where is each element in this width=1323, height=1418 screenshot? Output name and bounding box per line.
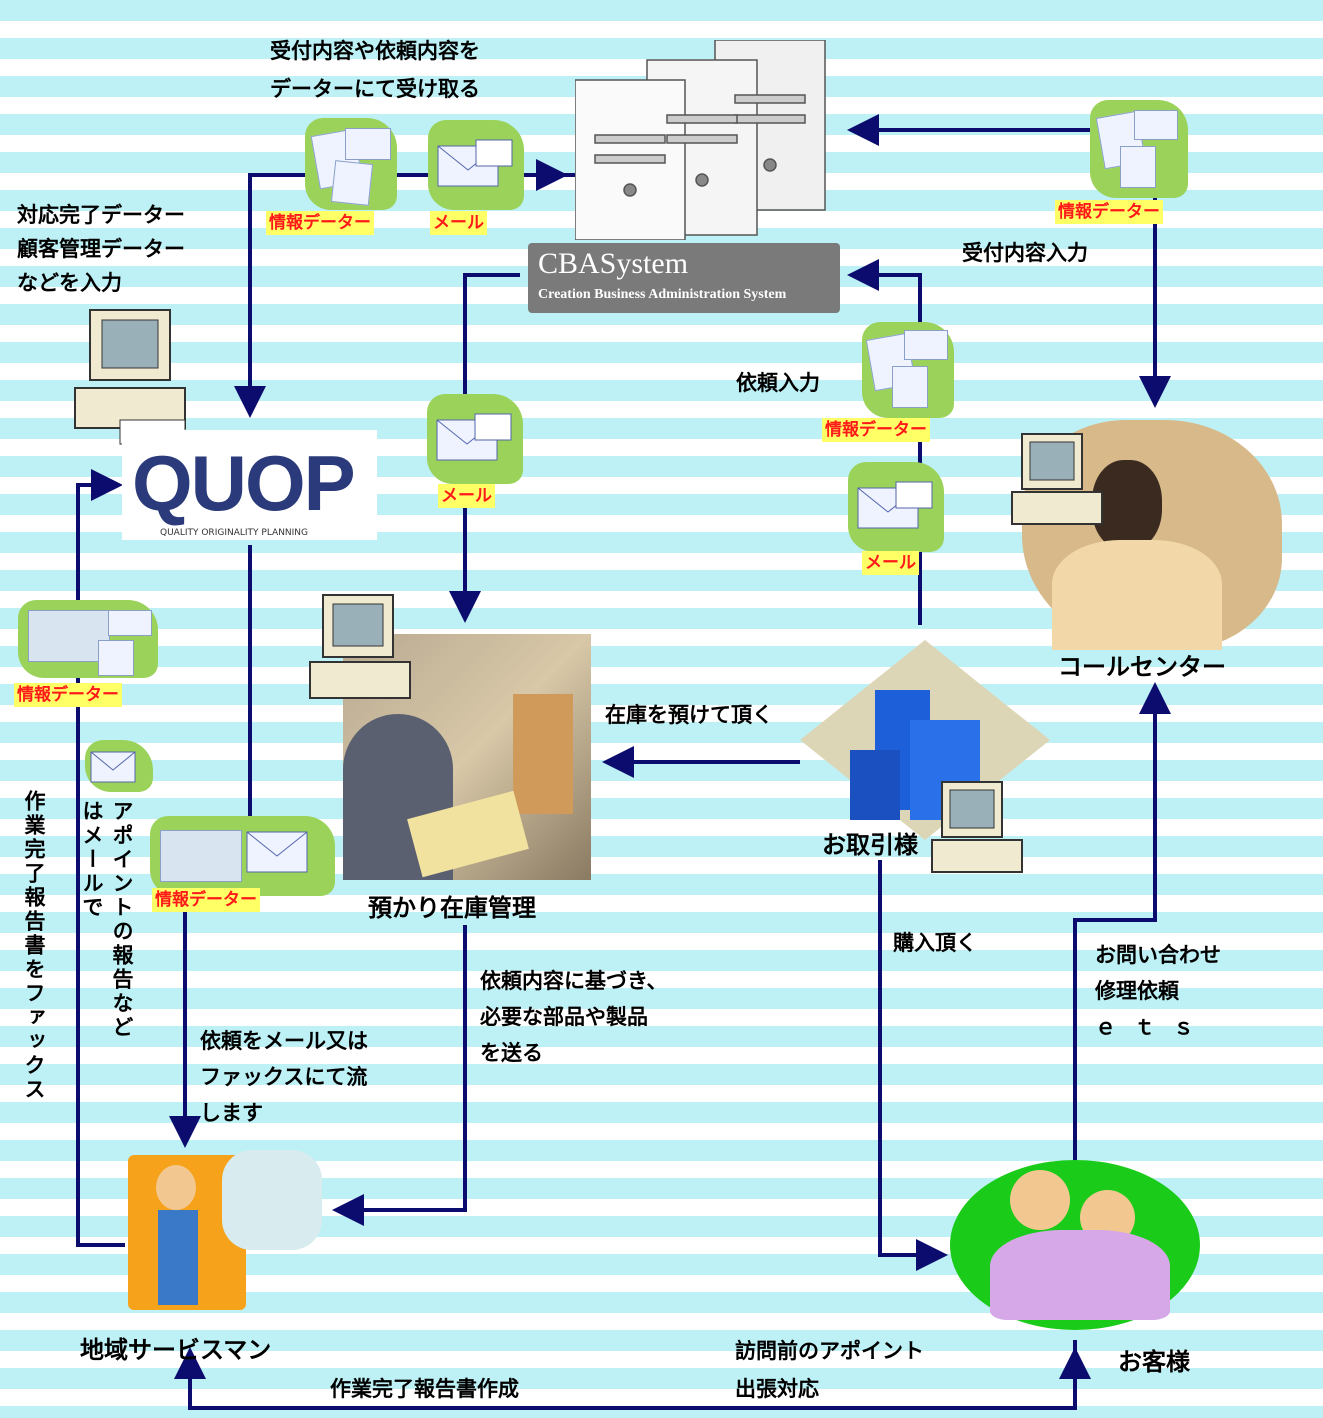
tag-info-data-left: 情報データー (14, 683, 122, 707)
document-icon (305, 118, 397, 210)
label-visit-appointment-1: 訪問前のアポイント (735, 1339, 924, 1363)
label-work-report-fax: 作業完了報告書をファックス (22, 790, 46, 1102)
cba-subtitle: Creation Business Administration System (538, 287, 787, 302)
arrow-customer-to-callcenter (1073, 682, 1171, 1170)
server-icon (575, 40, 826, 240)
stock-management-title: 預かり在庫管理 (368, 894, 536, 922)
label-request-mail-fax-1: 依頼をメール又は (200, 1029, 368, 1053)
tag-mail-request: メール (862, 551, 919, 575)
label-inquiry-3: ｅｔｓ (1095, 1015, 1212, 1039)
label-visit-appointment-2: 出張対応 (735, 1377, 819, 1401)
label-request-mail-fax-2: ファックスにて流 (200, 1065, 368, 1089)
label-send-parts-3: を送る (480, 1041, 543, 1065)
label-inquiry-1: お問い合わせ (1095, 943, 1221, 967)
cba-title: CBASystem (538, 247, 689, 280)
document-icon (862, 322, 954, 418)
quop-logo: QUOP QUALITY ORIGINALITY PLANNING (122, 430, 377, 540)
label-input-complete-1: 対応完了データー (17, 203, 185, 227)
computer-icon (1011, 433, 1103, 525)
tools-icon (222, 1150, 322, 1250)
customer-image (950, 1160, 1200, 1330)
building-image (800, 640, 1050, 840)
label-reception-input: 受付内容入力 (962, 241, 1088, 265)
label-purchase: 購入頂く (893, 931, 977, 955)
tag-info-data-callcenter: 情報データー (1055, 200, 1163, 224)
fax-icon (18, 600, 158, 678)
label-send-parts-1: 依頼内容に基づき、 (480, 969, 668, 993)
tag-info-data-top: 情報データー (266, 211, 374, 235)
customer-title: お客様 (1118, 1348, 1190, 1376)
service-man-title: 地域サービスマン (80, 1336, 272, 1364)
call-center-title: コールセンター (1058, 653, 1226, 681)
label-inquiry-2: 修理依頼 (1095, 979, 1179, 1003)
label-stock-deposit: 在庫を預けて頂く (605, 703, 773, 727)
mail-icon (427, 394, 523, 484)
label-request-input: 依頼入力 (736, 371, 820, 395)
computer-icon (74, 309, 186, 445)
label-appointment-report-1: アポイントの報告など (110, 800, 134, 1040)
label-report-creation: 作業完了報告書作成 (330, 1377, 519, 1401)
computer-icon (931, 781, 1023, 873)
label-top-receive-1: 受付内容や依頼内容を (270, 39, 480, 63)
document-icon (1090, 100, 1188, 198)
label-input-complete-2: 顧客管理データー (17, 237, 185, 261)
arrow-customer-to-serviceman (174, 1340, 1077, 1410)
tag-mail-top: メール (430, 211, 487, 235)
mail-icon (848, 462, 944, 552)
tag-info-data-request: 情報データー (822, 418, 930, 442)
label-top-receive-2: データーにて受け取る (270, 77, 480, 101)
arrow-stock-to-serviceman (332, 925, 467, 1226)
quop-text: QUOP (132, 439, 356, 527)
arrow-client-to-customer (878, 860, 948, 1271)
label-send-parts-2: 必要な部品や製品 (480, 1005, 648, 1029)
tag-info-data-lower: 情報データー (152, 888, 260, 912)
mail-icon (428, 120, 524, 210)
label-input-complete-3: などを入力 (17, 271, 122, 295)
computer-icon (309, 594, 411, 699)
tag-mail-middle: メール (438, 484, 495, 508)
mail-icon (85, 740, 153, 792)
label-appointment-report-2: はメールで (80, 800, 104, 920)
cba-system-logo: CBASystem Creation Business Administrati… (528, 243, 840, 313)
fax-mail-icon (150, 816, 335, 896)
client-company-title: お取引様 (822, 831, 918, 859)
label-request-mail-fax-3: します (200, 1101, 263, 1125)
arrow-serviceman-to-quop (76, 469, 125, 1247)
quop-subtitle: QUALITY ORIGINALITY PLANNING (160, 528, 309, 538)
